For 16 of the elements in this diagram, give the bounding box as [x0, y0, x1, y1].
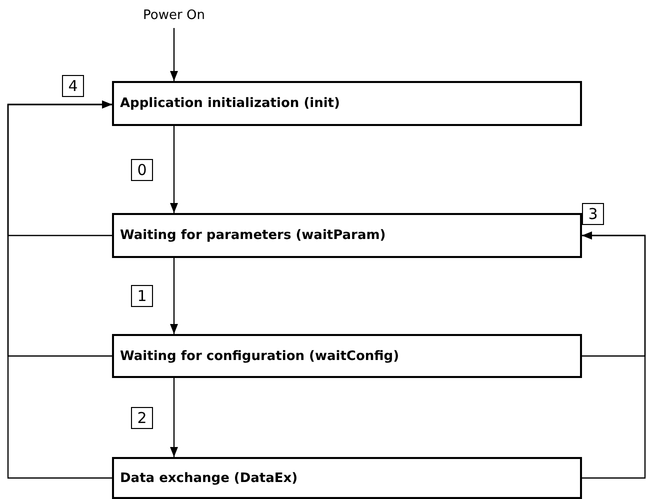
state-box: Data exchange (DataEx) — [112, 457, 582, 499]
start-label: Power On — [124, 8, 224, 28]
arrow — [170, 126, 178, 213]
arrow — [7, 100, 112, 479]
transition-number: 0 — [131, 158, 153, 180]
arrow — [170, 28, 178, 81]
arrow — [582, 232, 646, 479]
transition-number: 1 — [131, 285, 153, 307]
transition-number: 4 — [62, 74, 84, 96]
transition-number: 3 — [582, 202, 604, 224]
state-box: Waiting for parameters (waitParam) — [112, 213, 582, 258]
state-box: Application initialization (init) — [112, 81, 582, 126]
transition-number: 2 — [131, 406, 153, 428]
state-box: Waiting for configuration (waitConfig) — [112, 334, 582, 378]
arrow — [170, 258, 178, 334]
arrow — [170, 378, 178, 457]
